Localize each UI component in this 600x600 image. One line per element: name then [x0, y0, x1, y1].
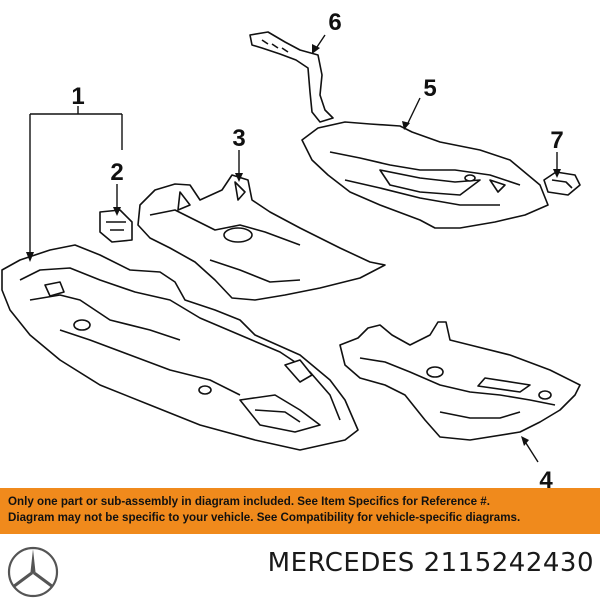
callout-4: 4: [539, 467, 553, 494]
part-3-center-shield: [137, 174, 386, 301]
disclaimer-line-1: Only one part or sub-assembly in diagram…: [8, 495, 490, 508]
mercedes-star-icon: [7, 546, 59, 598]
part-6-bracket: [249, 31, 334, 123]
part-2-clip: [99, 209, 133, 243]
part-4-rear-shield: [339, 321, 581, 441]
leader-arrowheads: [26, 44, 561, 446]
part-title: MERCEDES 2115242430: [222, 548, 594, 578]
brand-name: MERCEDES: [267, 548, 415, 578]
parts-diagram: 1 2 3 4 5 6 7: [1, 9, 581, 494]
part-5-tunnel-shield: [301, 121, 549, 229]
part-7-clip: [543, 171, 581, 196]
disclaimer-banner: Only one part or sub-assembly in diagram…: [0, 488, 600, 534]
disclaimer-line-2: Diagram may not be specific to your vehi…: [8, 511, 521, 524]
callout-2: 2: [110, 159, 123, 186]
leader-lines: [29, 34, 558, 463]
callout-7: 7: [550, 127, 563, 154]
callout-5: 5: [423, 75, 436, 102]
part-1-front-shield: [1, 244, 359, 451]
callout-6: 6: [328, 9, 341, 36]
callout-3: 3: [232, 125, 245, 152]
callout-1: 1: [71, 83, 84, 110]
part-number: 2115242430: [423, 548, 594, 578]
